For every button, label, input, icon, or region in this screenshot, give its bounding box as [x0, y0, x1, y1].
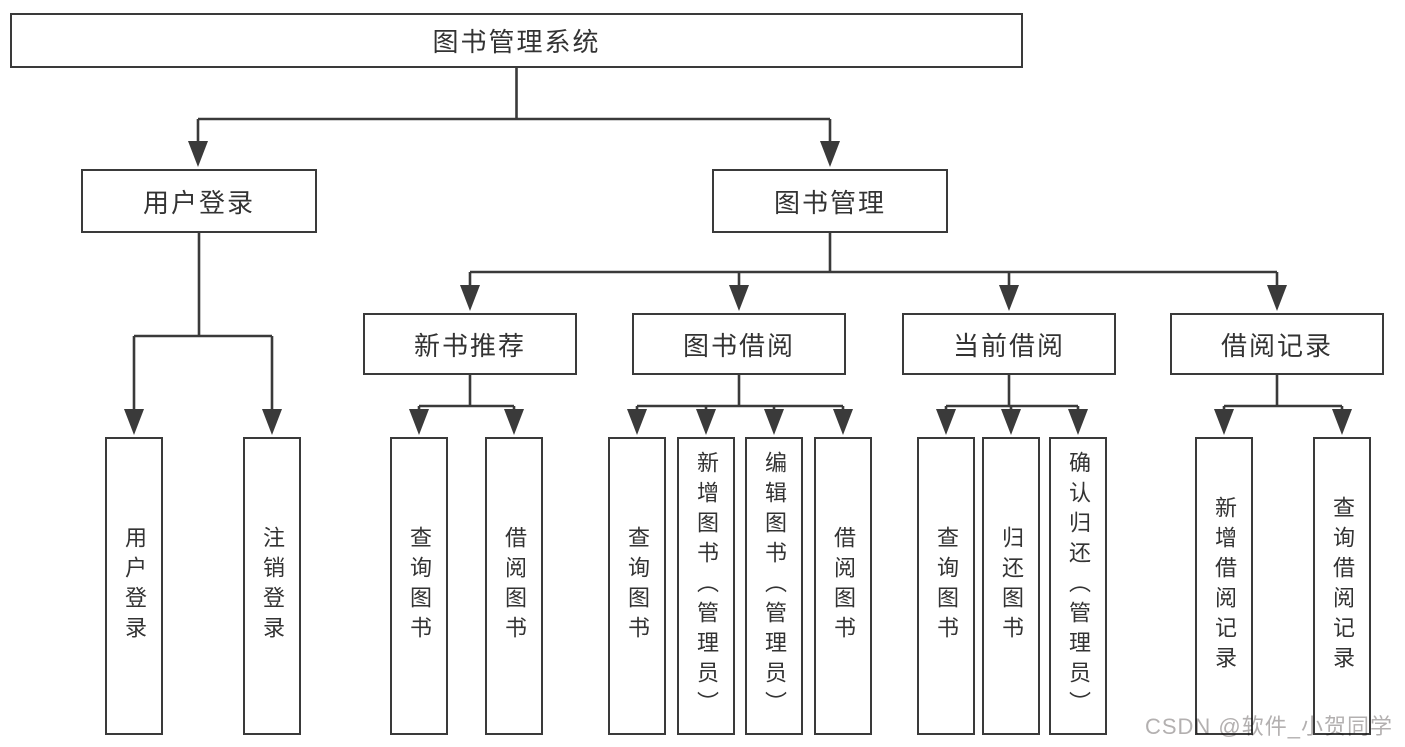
arrow-down-icon — [124, 409, 144, 435]
node-new-book-recommend: 新书推荐 — [363, 313, 577, 375]
node-user-login: 用户登录 — [81, 169, 317, 233]
arrow-down-icon — [460, 285, 480, 311]
leaf-query-books-current: 查询图书 — [917, 437, 975, 735]
leaf-query-books-recommend: 查询图书 — [390, 437, 448, 735]
leaf-query-books-borrowing: 查询图书 — [608, 437, 666, 735]
node-book-management: 图书管理 — [712, 169, 948, 233]
leaf-label: 借阅图书 — [502, 526, 527, 646]
node-library-system: 图书管理系统 — [10, 13, 1023, 68]
node-label: 图书管理 — [773, 187, 886, 218]
arrow-down-icon — [820, 141, 840, 167]
leaf-label: 新增图书（管理员） — [694, 451, 719, 721]
arrow-down-icon — [627, 409, 647, 435]
connector-book-borrow-children — [635, 375, 845, 414]
node-label: 用户登录 — [142, 187, 255, 218]
connector-root-to-level2 — [196, 68, 832, 146]
leaf-add-book-admin: 新增图书（管理员） — [677, 437, 735, 735]
node-borrowing-records: 借阅记录 — [1170, 313, 1384, 375]
leaf-borrow-books-borrowing: 借阅图书 — [814, 437, 872, 735]
leaf-add-borrow-record: 新增借阅记录 — [1195, 437, 1253, 735]
connector-book-management-children — [468, 231, 1279, 290]
leaf-return-books: 归还图书 — [982, 437, 1040, 735]
arrow-down-icon — [262, 409, 282, 435]
arrow-down-icon — [1267, 285, 1287, 311]
node-label: 当前借阅 — [952, 330, 1065, 361]
arrowheads — [124, 141, 1352, 435]
leaf-label: 确认归还（管理员） — [1066, 451, 1091, 721]
leaf-label: 查询图书 — [934, 526, 959, 646]
connector-current-borrow-children — [944, 375, 1080, 414]
leaf-borrow-books-recommend: 借阅图书 — [485, 437, 543, 735]
node-current-borrowing: 当前借阅 — [902, 313, 1116, 375]
leaf-label: 查询借阅记录 — [1330, 496, 1355, 676]
leaf-label: 注销登录 — [260, 526, 285, 646]
arrow-down-icon — [999, 285, 1019, 311]
leaf-query-borrow-record: 查询借阅记录 — [1313, 437, 1371, 735]
leaf-confirm-return-admin: 确认归还（管理员） — [1049, 437, 1107, 735]
node-label: 新书推荐 — [413, 330, 526, 361]
leaf-label: 查询图书 — [407, 526, 432, 646]
arrow-down-icon — [1001, 409, 1021, 435]
node-label: 借阅记录 — [1220, 330, 1333, 361]
arrow-down-icon — [696, 409, 716, 435]
leaf-edit-book-admin: 编辑图书（管理员） — [745, 437, 803, 735]
arrow-down-icon — [729, 285, 749, 311]
leaf-label: 编辑图书（管理员） — [762, 451, 787, 721]
connector-new-book-children — [417, 375, 516, 414]
arrow-down-icon — [188, 141, 208, 167]
leaf-label: 归还图书 — [999, 526, 1024, 646]
connector-borrow-records-children — [1222, 375, 1344, 414]
arrow-down-icon — [833, 409, 853, 435]
arrow-down-icon — [1068, 409, 1088, 435]
connector-user-login-children — [132, 231, 274, 414]
arrow-down-icon — [936, 409, 956, 435]
watermark-text: CSDN @软件_小贺同学 — [1144, 714, 1393, 739]
leaf-label: 新增借阅记录 — [1212, 496, 1237, 676]
leaf-label: 查询图书 — [625, 526, 650, 646]
leaf-label: 借阅图书 — [831, 526, 856, 646]
leaf-logout: 注销登录 — [243, 437, 301, 735]
leaf-user-login: 用户登录 — [105, 437, 163, 735]
node-book-borrowing: 图书借阅 — [632, 313, 846, 375]
leaf-label: 用户登录 — [122, 526, 147, 646]
arrow-down-icon — [1332, 409, 1352, 435]
arrow-down-icon — [1214, 409, 1234, 435]
node-label: 图书借阅 — [682, 330, 795, 361]
arrow-down-icon — [764, 409, 784, 435]
node-label: 图书管理系统 — [432, 27, 601, 57]
arrow-down-icon — [409, 409, 429, 435]
arrow-down-icon — [504, 409, 524, 435]
